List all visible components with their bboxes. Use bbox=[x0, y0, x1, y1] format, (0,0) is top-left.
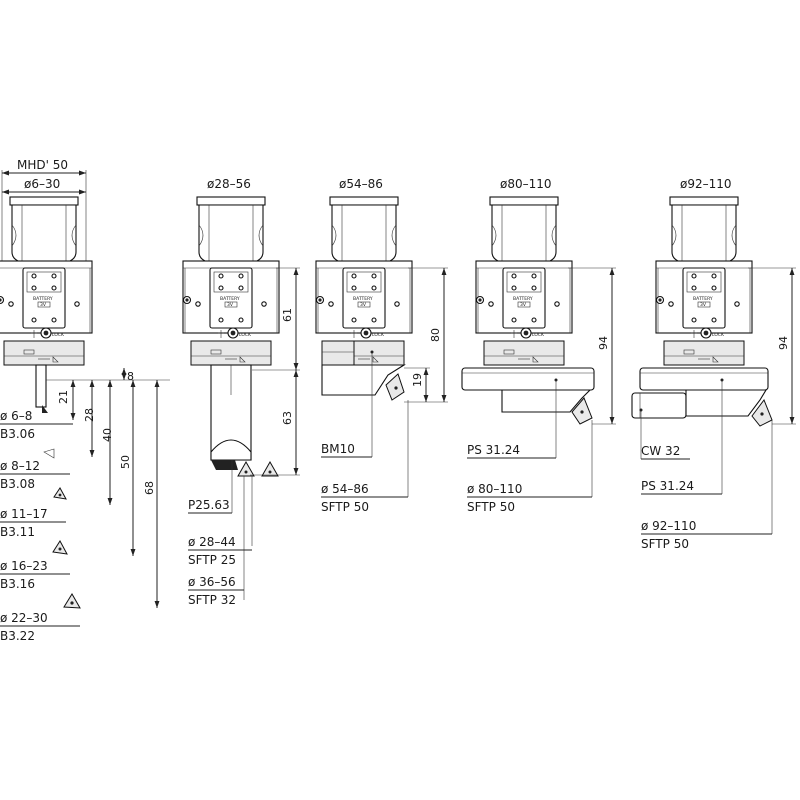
unit3-assembly: ø54–86 BATTERY 3V LOCK 80 19 BM10 ø 54–8… bbox=[315, 177, 448, 514]
unit2-tool-1: ø 28–44 SFTP 25 bbox=[188, 535, 252, 567]
unit1-tool-5: ø 22–30 B3.22 bbox=[0, 593, 81, 643]
svg-text:3V: 3V bbox=[360, 302, 367, 308]
svg-text:BATTERY: BATTERY bbox=[693, 296, 713, 302]
svg-text:SFTP 50: SFTP 50 bbox=[321, 500, 369, 514]
unit5-range: ø92–110 bbox=[680, 177, 732, 191]
unit1-dim-8: 8 bbox=[127, 370, 134, 383]
svg-text:ø 80–110: ø 80–110 bbox=[467, 482, 522, 496]
svg-text:SFTP 50: SFTP 50 bbox=[467, 500, 515, 514]
svg-text:B3.11: B3.11 bbox=[0, 525, 35, 539]
svg-text:ø 36–56: ø 36–56 bbox=[188, 575, 236, 589]
svg-text:ø 92–110: ø 92–110 bbox=[641, 519, 696, 533]
unit3-range: ø54–86 bbox=[339, 177, 383, 191]
svg-text:LOCK: LOCK bbox=[532, 332, 545, 338]
svg-text:ø 16–23: ø 16–23 bbox=[0, 559, 48, 573]
unit2-range: ø28–56 bbox=[207, 177, 251, 191]
svg-text:SFTP 32: SFTP 32 bbox=[188, 593, 236, 607]
svg-text:3V: 3V bbox=[227, 302, 234, 308]
unit3-dim-80: 80 bbox=[429, 328, 442, 342]
svg-text:LOCK: LOCK bbox=[712, 332, 725, 338]
svg-text:3V: 3V bbox=[520, 302, 527, 308]
unit2-dim-61: 61 bbox=[281, 308, 294, 322]
svg-text:ø 54–86: ø 54–86 bbox=[321, 482, 369, 496]
unit2-dim-63: 63 bbox=[281, 411, 294, 425]
svg-text:B3.22: B3.22 bbox=[0, 629, 35, 643]
unit1-dim-40: 40 bbox=[101, 428, 114, 442]
svg-text:3V: 3V bbox=[40, 302, 47, 308]
unit4-dim-94: 94 bbox=[597, 336, 610, 350]
unit1-tool-1: ø 6–8 B3.06 bbox=[0, 409, 73, 441]
unit5-battery-text: BATTERY 3V LOCK bbox=[693, 296, 725, 338]
unit1-tool-4: ø 16–23 B3.16 bbox=[0, 540, 70, 591]
unit3-tool-1: ø 54–86 SFTP 50 bbox=[321, 482, 408, 514]
unit1-dim-21: 21 bbox=[57, 390, 70, 404]
svg-text:B3.06: B3.06 bbox=[0, 427, 35, 441]
svg-text:B3.16: B3.16 bbox=[0, 577, 35, 591]
unit3-battery-text: BATTERY 3V LOCK bbox=[353, 296, 385, 338]
svg-text:BATTERY: BATTERY bbox=[220, 296, 240, 302]
svg-text:SFTP 25: SFTP 25 bbox=[188, 553, 236, 567]
svg-text:PS 31.24: PS 31.24 bbox=[467, 443, 520, 457]
svg-text:LOCK: LOCK bbox=[372, 332, 385, 338]
unit5-assembly: ø92–110 BATTERY 3V LOCK 94 CW 32 PS 31.2… bbox=[631, 177, 796, 551]
unit4-part: PS 31.24 bbox=[467, 380, 557, 459]
unit5-part2: PS 31.24 bbox=[641, 380, 723, 495]
unit4-tool-1: ø 80–110 SFTP 50 bbox=[467, 482, 592, 514]
unit1-dim-50: 50 bbox=[119, 455, 132, 469]
svg-text:LOCK: LOCK bbox=[52, 332, 65, 338]
svg-text:ø 28–44: ø 28–44 bbox=[188, 535, 236, 549]
svg-text:ø 6–8: ø 6–8 bbox=[0, 409, 32, 423]
unit3-dim-19: 19 bbox=[411, 373, 424, 387]
svg-text:BATTERY: BATTERY bbox=[33, 296, 53, 302]
svg-text:PS 31.24: PS 31.24 bbox=[641, 479, 694, 493]
unit5-tool-1: ø 92–110 SFTP 50 bbox=[641, 519, 772, 551]
svg-text:ø 22–30: ø 22–30 bbox=[0, 611, 48, 625]
svg-text:ø 8–12: ø 8–12 bbox=[0, 459, 40, 473]
svg-text:LOCK: LOCK bbox=[239, 332, 252, 338]
unit1-header: MHD' 50 bbox=[17, 158, 68, 172]
unit2-assembly: ø28–56 BATTERY 3V LOCK 61 63 P25.63 bbox=[182, 177, 300, 607]
svg-text:ø 11–17: ø 11–17 bbox=[0, 507, 48, 521]
unit4-assembly: ø80–110 BATTERY 3V LOCK 94 PS 31.24 ø 80… bbox=[461, 177, 616, 514]
unit4-battery-text: BATTERY 3V LOCK bbox=[513, 296, 545, 338]
unit1-dim-28: 28 bbox=[83, 408, 96, 422]
unit5-part: CW 32 bbox=[639, 408, 690, 460]
unit5-dim-94: 94 bbox=[777, 336, 790, 350]
svg-text:SFTP 50: SFTP 50 bbox=[641, 537, 689, 551]
unit4-range: ø80–110 bbox=[500, 177, 552, 191]
unit2-tool-2: ø 36–56 SFTP 32 bbox=[188, 575, 244, 607]
unit3-part: BM10 bbox=[321, 350, 374, 458]
svg-text:P25.63: P25.63 bbox=[188, 498, 230, 512]
unit2-part: P25.63 bbox=[188, 460, 233, 514]
svg-text:B3.08: B3.08 bbox=[0, 477, 35, 491]
svg-text:BATTERY: BATTERY bbox=[353, 296, 373, 302]
unit1-tool-2: ø 8–12 B3.08 bbox=[0, 448, 70, 491]
unit1-battery-text: BATTERY 3V LOCK bbox=[33, 296, 65, 338]
unit1-range: ø6–30 bbox=[24, 177, 60, 191]
unit1-dim-68: 68 bbox=[143, 481, 156, 495]
svg-text:BATTERY: BATTERY bbox=[513, 296, 533, 302]
svg-text:3V: 3V bbox=[700, 302, 707, 308]
unit2-battery-text: BATTERY 3V LOCK bbox=[220, 296, 252, 338]
unit1-tool-3: ø 11–17 B3.11 bbox=[0, 487, 67, 539]
unit1-assembly: MHD' 50 ø6–30 BATTERY 3V LOCK 8 21 28 40… bbox=[0, 158, 170, 643]
svg-text:BM10: BM10 bbox=[321, 442, 355, 456]
svg-text:CW 32: CW 32 bbox=[641, 444, 680, 458]
